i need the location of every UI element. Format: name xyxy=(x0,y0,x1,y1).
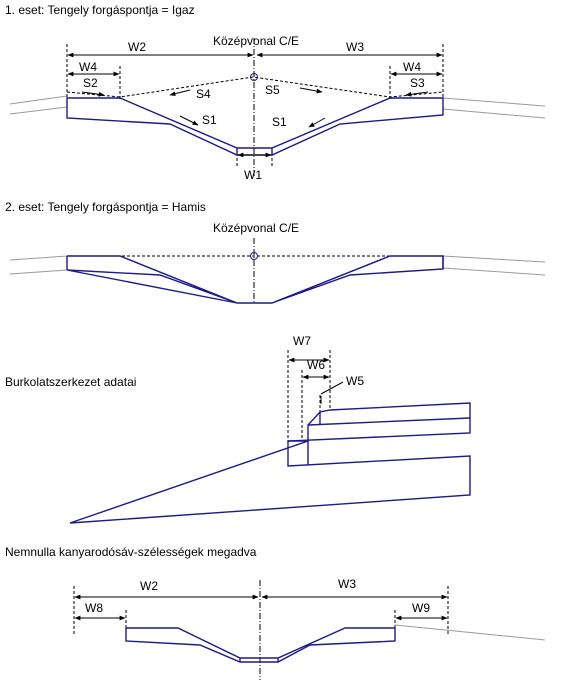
case1-s2-label: S2 xyxy=(83,76,98,90)
case1-w3-label: W3 xyxy=(346,40,364,54)
nonzero-w8-label: W8 xyxy=(85,601,103,615)
nonzero-w3-label: W3 xyxy=(338,577,356,591)
case1-w4-right-label: W4 xyxy=(403,60,421,74)
pavement-w5-label: W5 xyxy=(346,374,364,388)
nonzero-title: Nemnulla kanyarodósáv-szélességek megadv… xyxy=(5,545,257,559)
case2-centerline-label: Középvonal C/E xyxy=(213,221,299,235)
case1-diagram: 1. eset: Tengely forgáspontja = Igaz W2 … xyxy=(5,3,546,182)
case1-s1-right-label: S1 xyxy=(272,115,287,129)
case1-w1-label: W1 xyxy=(244,168,262,182)
pavement-title: Burkolatszerkezet adatai xyxy=(5,375,136,389)
case1-s1-left-label: S1 xyxy=(202,113,217,127)
case2-diagram: 2. eset: Tengely forgáspontja = Hamis Kö… xyxy=(5,200,546,304)
pavement-diagram: Burkolatszerkezet adatai W7 W6 W5 xyxy=(5,334,471,524)
case1-w2-label: W2 xyxy=(128,40,146,54)
case1-s3-label: S3 xyxy=(410,76,425,90)
pavement-w7-label: W7 xyxy=(293,334,311,348)
nonzero-diagram: Nemnulla kanyarodósáv-szélességek megadv… xyxy=(5,545,546,680)
case1-s5-label: S5 xyxy=(265,83,280,97)
case2-title: 2. eset: Tengely forgáspontja = Hamis xyxy=(5,200,206,214)
pavement-w6-label: W6 xyxy=(307,358,325,372)
case1-centerline-label: Középvonal C/E xyxy=(213,34,299,48)
case1-w4-left-label: W4 xyxy=(79,60,97,74)
nonzero-w2-label: W2 xyxy=(140,579,158,593)
nonzero-w9-label: W9 xyxy=(412,601,430,615)
case1-s4-label: S4 xyxy=(196,87,211,101)
case1-title: 1. eset: Tengely forgáspontja = Igaz xyxy=(5,3,195,17)
